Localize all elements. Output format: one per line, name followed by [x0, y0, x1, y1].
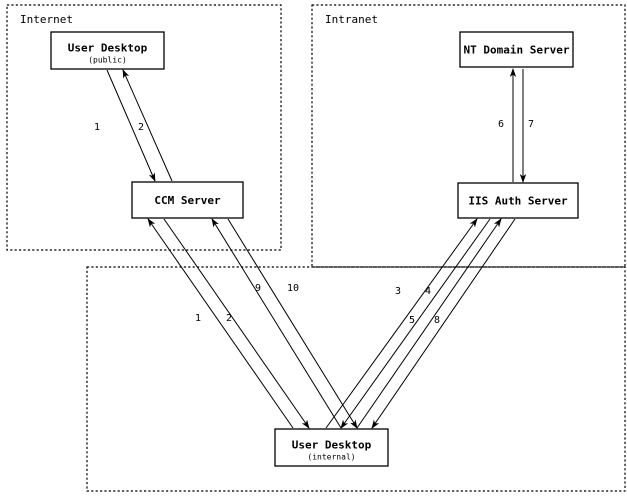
edge-e4-iis-to-internal [340, 218, 491, 429]
edge-labels-layer: 1 2 1 2 3 4 5 8 6 7 9 10 [94, 119, 534, 326]
edges-layer [106, 68, 527, 429]
edge-step-label-e8-iis-to-internal: 8 [434, 315, 440, 326]
zone-label-intranet: Intranet [325, 13, 378, 26]
node-iis-auth-server[interactable]: IIS Auth Server [457, 182, 579, 219]
node-subtitle-user-desktop-public: (public) [88, 56, 127, 65]
edge-e9-internal-to-ccm [211, 218, 342, 429]
edge-e2b-ccm-to-internal [163, 218, 310, 429]
edge-e1b-internal-to-ccm [147, 218, 294, 429]
edge-step-label-e9-internal-to-ccm: 9 [255, 283, 261, 294]
zone-internet: Internet [6, 4, 282, 251]
node-title-user-desktop-public: User Desktop [68, 42, 148, 55]
node-user-desktop-public[interactable]: User Desktop(public) [50, 31, 165, 70]
zone-boundary-internal [86, 266, 626, 492]
edge-step-label-e1-public-to-ccm: 1 [94, 122, 100, 133]
zones-layer: Internet Intranet [6, 4, 626, 492]
edge-e5-internal-to-iis [356, 218, 502, 429]
edge-step-label-e7-nt-to-iis: 7 [528, 119, 534, 130]
node-nt-domain-server[interactable]: NT Domain Server [459, 31, 574, 68]
edge-e1-public-to-ccm [106, 69, 156, 182]
edge-e8-iis-to-internal [371, 218, 516, 429]
zone-internal [86, 266, 626, 492]
edge-step-label-e5-internal-to-iis: 5 [409, 315, 415, 326]
node-title-user-desktop-internal: User Desktop [292, 439, 372, 452]
node-user-desktop-internal[interactable]: User Desktop(internal) [274, 428, 389, 467]
zone-boundary-internet [6, 4, 282, 251]
node-ccm-server[interactable]: CCM Server [131, 181, 244, 219]
edge-e2-ccm-to-public [122, 69, 173, 182]
edge-e3-internal-to-iis [325, 218, 478, 429]
node-title-nt-domain-server: NT Domain Server [464, 44, 570, 57]
node-box-user-desktop-internal[interactable] [274, 428, 389, 467]
node-box-user-desktop-public[interactable] [50, 31, 165, 70]
edge-step-label-e10-ccm-to-internal: 10 [287, 283, 299, 294]
edge-step-label-e4-iis-to-internal: 4 [425, 286, 431, 297]
node-box-nt-domain-server[interactable] [459, 31, 574, 68]
edge-step-label-e1b-internal-to-ccm: 1 [195, 313, 201, 324]
node-subtitle-user-desktop-internal: (internal) [307, 453, 355, 462]
edge-step-label-e2-ccm-to-public: 2 [138, 122, 144, 133]
node-title-iis-auth-server: IIS Auth Server [468, 195, 568, 208]
node-box-ccm-server[interactable] [131, 181, 244, 219]
node-box-iis-auth-server[interactable] [457, 182, 579, 219]
edge-step-label-e6-iis-to-nt: 6 [498, 119, 504, 130]
edge-step-label-e3-internal-to-iis: 3 [395, 286, 401, 297]
edge-step-label-e2b-ccm-to-internal: 2 [226, 313, 232, 324]
node-title-ccm-server: CCM Server [154, 194, 221, 207]
zone-label-internet: Internet [20, 13, 73, 26]
edge-e10-ccm-to-internal [227, 218, 358, 429]
